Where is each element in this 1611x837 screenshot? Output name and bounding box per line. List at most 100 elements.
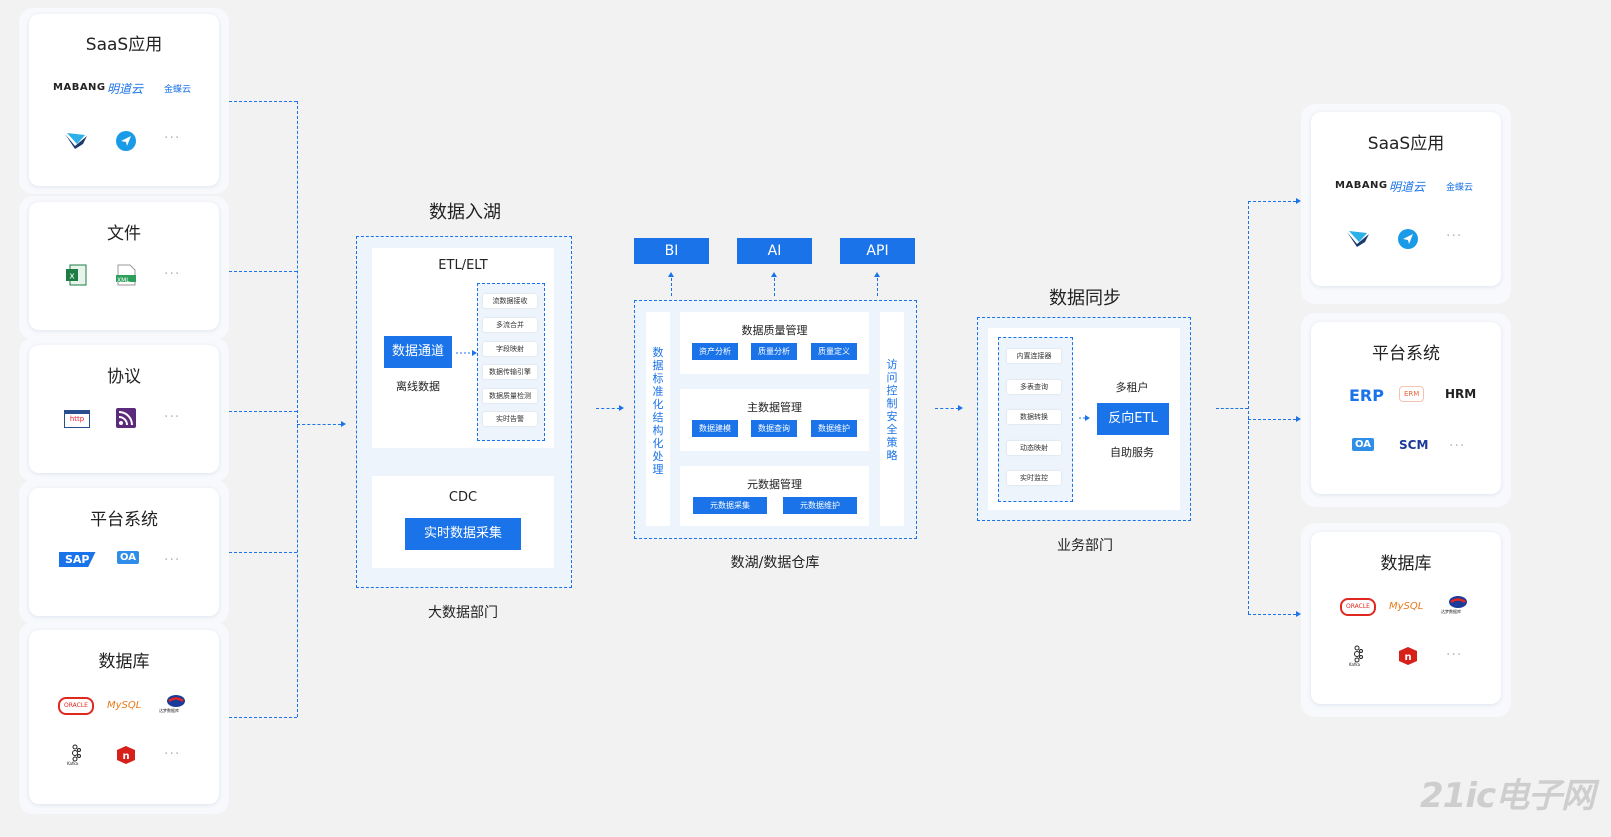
arrow-right-icon (1296, 198, 1301, 204)
xml-file-icon (116, 264, 136, 286)
metadata-collect-button[interactable]: 元数据采集 (693, 497, 767, 514)
sync-box: 内置连接器 多表查询 数据转换 动态映射 实时监控 多租户 反向ETL 自助服务 (988, 328, 1180, 510)
dameng-icon (1449, 596, 1467, 608)
watermark-logo: 21ic电子网 (1420, 776, 1595, 816)
feishu-icon (1398, 229, 1418, 249)
more-indicator: ··· (1446, 647, 1463, 663)
target-card-saas: SaaS应用 MABANG 明道云 金蝶云 ··· (1311, 112, 1501, 286)
kafka-icon (1354, 645, 1363, 663)
oa-logo: OA (117, 551, 139, 564)
group-title: 元数据管理 (747, 478, 802, 491)
ingest-caption: 大数据部门 (428, 605, 498, 621)
card-title: 文件 (107, 224, 141, 244)
kingdee-logo: 金蝶云 (164, 85, 192, 95)
standardization-bar: 数据标准化 结构化处理 (646, 312, 670, 526)
step-multi-stream-merge: 多流合并 (483, 318, 537, 332)
connector-line (229, 271, 297, 272)
connector-line (1248, 201, 1296, 202)
connector-line (774, 278, 775, 296)
ai-output-button[interactable]: AI (737, 238, 812, 264)
connector-line (229, 717, 297, 718)
kingdee-logo: 金蝶云 (1446, 183, 1474, 193)
rss-icon (116, 408, 136, 428)
mysql-logo: MySQL (1389, 601, 1424, 612)
step-realtime-alert: 实时告警 (483, 412, 537, 426)
card-title: 平台系统 (1372, 344, 1440, 364)
connector-line (297, 424, 341, 425)
metadata-maintain-button[interactable]: 元数据维护 (783, 497, 857, 514)
dameng-logo: 达梦数据库 (159, 708, 179, 713)
xml-label: XML (117, 277, 130, 284)
arrow-right-icon (1296, 416, 1301, 422)
step-dynamic-mapping: 动态映射 (1007, 441, 1061, 455)
connector-line (229, 411, 297, 412)
step-field-mapping: 字段映射 (483, 342, 537, 356)
group-title: 主数据管理 (747, 401, 802, 414)
target-card-platform: 平台系统 ERP ERM HRM OA SCM ··· (1311, 322, 1501, 494)
step-builtin-connector: 内置连接器 (1007, 349, 1061, 363)
realtime-capture-button[interactable]: 实时数据采集 (405, 518, 521, 550)
connector-line (1216, 408, 1248, 409)
arrow-up-icon (771, 272, 777, 277)
data-modeling-button[interactable]: 数据建模 (692, 420, 738, 437)
cdc-box: CDC 实时数据采集 (372, 476, 554, 568)
more-indicator: ··· (164, 409, 181, 425)
svg-text:n: n (1404, 652, 1411, 663)
data-maintain-button[interactable]: 数据维护 (811, 420, 857, 437)
ingest-title: 数据入湖 (429, 202, 501, 223)
kafka-logo: Kafka (1349, 662, 1361, 667)
arrow-right-icon (1079, 415, 1090, 421)
security-bar: 访问控制 安全策略 (880, 312, 904, 526)
metadata-group: 元数据管理 元数据采集 元数据维护 (680, 466, 869, 526)
more-indicator: ··· (164, 552, 181, 568)
quality-analysis-button[interactable]: 质量分析 (751, 343, 797, 360)
step-stream-receive: 流数据接收 (483, 294, 537, 308)
hrm-logo: HRM (1445, 387, 1477, 401)
multi-tenant-label: 多租户 (1115, 381, 1149, 394)
mabang-logo: MABANG (1335, 180, 1388, 191)
data-channel-button[interactable]: 数据通道 (384, 336, 452, 368)
source-card-platform: 平台系统 SAP OA ··· (29, 488, 219, 616)
arrow-up-icon (874, 272, 880, 277)
step-realtime-monitor: 实时监控 (1007, 471, 1061, 485)
asset-analysis-button[interactable]: 资产分析 (692, 343, 738, 360)
connector-line (229, 101, 297, 102)
lake-caption: 数湖/数据仓库 (730, 555, 820, 571)
redis-cube-icon: n (1399, 647, 1417, 665)
mysql-logo: MySQL (107, 700, 142, 711)
step-multi-table-query: 多表查询 (1007, 380, 1061, 394)
mingdao-logo: 明道云 (1389, 180, 1426, 194)
dameng-icon (167, 695, 185, 707)
arrow-right-icon (958, 405, 963, 411)
offline-data-label: 离线数据 (396, 380, 440, 393)
bi-output-button[interactable]: BI (634, 238, 709, 264)
self-service-label: 自助服务 (1110, 446, 1154, 459)
step-transfer-engine: 数据传输引擎 (483, 365, 537, 379)
arrow-right-icon (341, 421, 346, 427)
group-title: 数据质量管理 (741, 324, 808, 337)
kafka-logo: Kafka (67, 761, 79, 766)
quality-define-button[interactable]: 质量定义 (811, 343, 857, 360)
more-indicator: ··· (164, 266, 181, 282)
api-output-button[interactable]: API (840, 238, 915, 264)
erp-logo: ERP (1349, 386, 1384, 405)
card-title: SaaS应用 (1367, 134, 1445, 154)
kafka-icon (72, 744, 81, 762)
standardization-label: 数据标准化 结构化处理 (652, 346, 664, 476)
sync-title: 数据同步 (1049, 288, 1121, 309)
redis-cube-icon: n (117, 746, 135, 764)
master-data-group: 主数据管理 数据建模 数据查询 数据维护 (680, 389, 869, 451)
arrow-right-icon (619, 405, 624, 411)
sync-caption: 业务部门 (1057, 538, 1113, 554)
card-title: 数据库 (98, 652, 150, 672)
more-indicator: ··· (1446, 228, 1463, 244)
card-title: SaaS应用 (85, 35, 163, 55)
bird-icon (65, 133, 87, 149)
oa-logo: OA (1352, 438, 1374, 451)
etl-box: ETL/ELT 数据通道 离线数据 流数据接收 多流合并 字段映射 数据传输引擎… (372, 248, 554, 448)
data-query-button[interactable]: 数据查询 (751, 420, 797, 437)
svg-text:n: n (122, 751, 129, 762)
reverse-etl-button[interactable]: 反向ETL (1097, 403, 1169, 435)
connector-line (229, 552, 297, 553)
svg-text:x: x (69, 272, 75, 282)
